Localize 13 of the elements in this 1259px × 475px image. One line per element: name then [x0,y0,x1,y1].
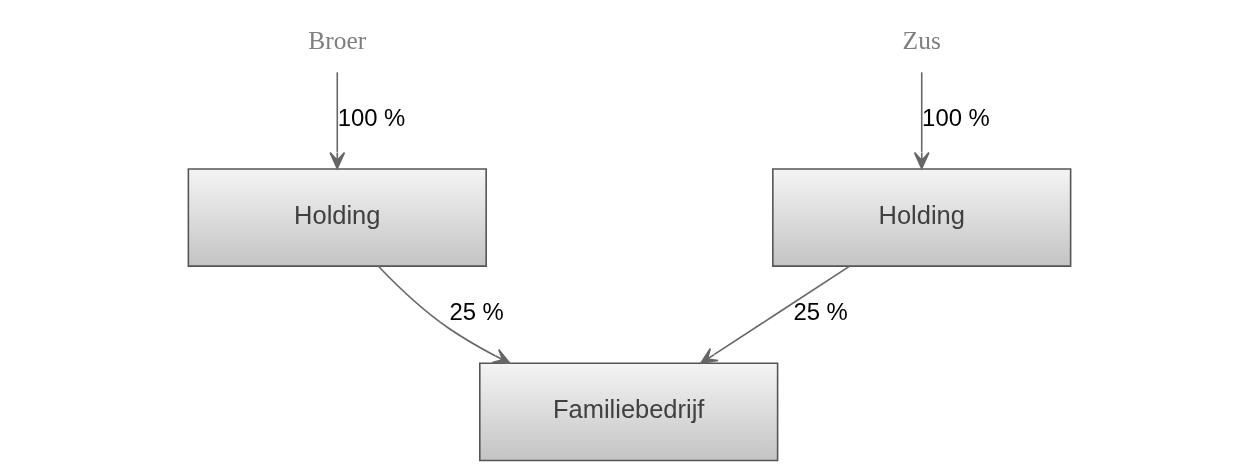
arrow [913,71,930,170]
edge-label: 25 % [793,298,848,326]
node-box: Holding [187,168,487,267]
edge-label: 100 % [337,104,406,132]
node-text: Broer [308,26,367,56]
edge-label: 100 % [922,104,990,132]
node-box: Familiebedrijf [479,362,779,462]
node-box: Holding [772,168,1072,267]
edge-label: 25 % [449,298,504,326]
arrow [377,265,511,365]
arrow [700,265,851,365]
node-text: Zus [902,26,941,56]
arrow [329,71,346,170]
